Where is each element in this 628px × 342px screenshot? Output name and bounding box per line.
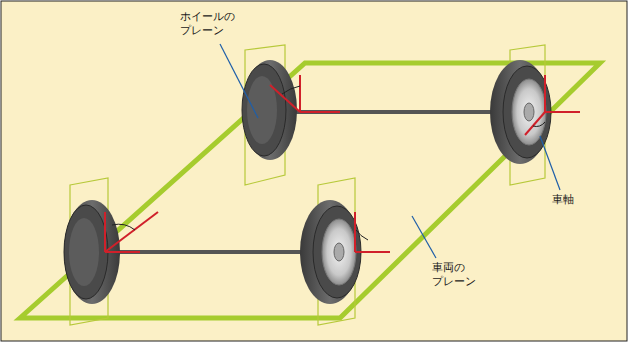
wheel <box>242 60 297 160</box>
wheel <box>490 60 551 164</box>
axle <box>290 110 525 114</box>
label: ホイールの プレーン <box>180 10 246 38</box>
vehicle-plane <box>20 63 600 318</box>
wheel <box>300 200 361 304</box>
camber-lines <box>105 75 580 252</box>
label: 車両の プレーン <box>432 261 492 289</box>
leader-lines <box>220 44 560 258</box>
label: 車軸 <box>552 193 592 207</box>
wheel-plane <box>318 178 355 325</box>
angle-arcs <box>112 86 545 240</box>
